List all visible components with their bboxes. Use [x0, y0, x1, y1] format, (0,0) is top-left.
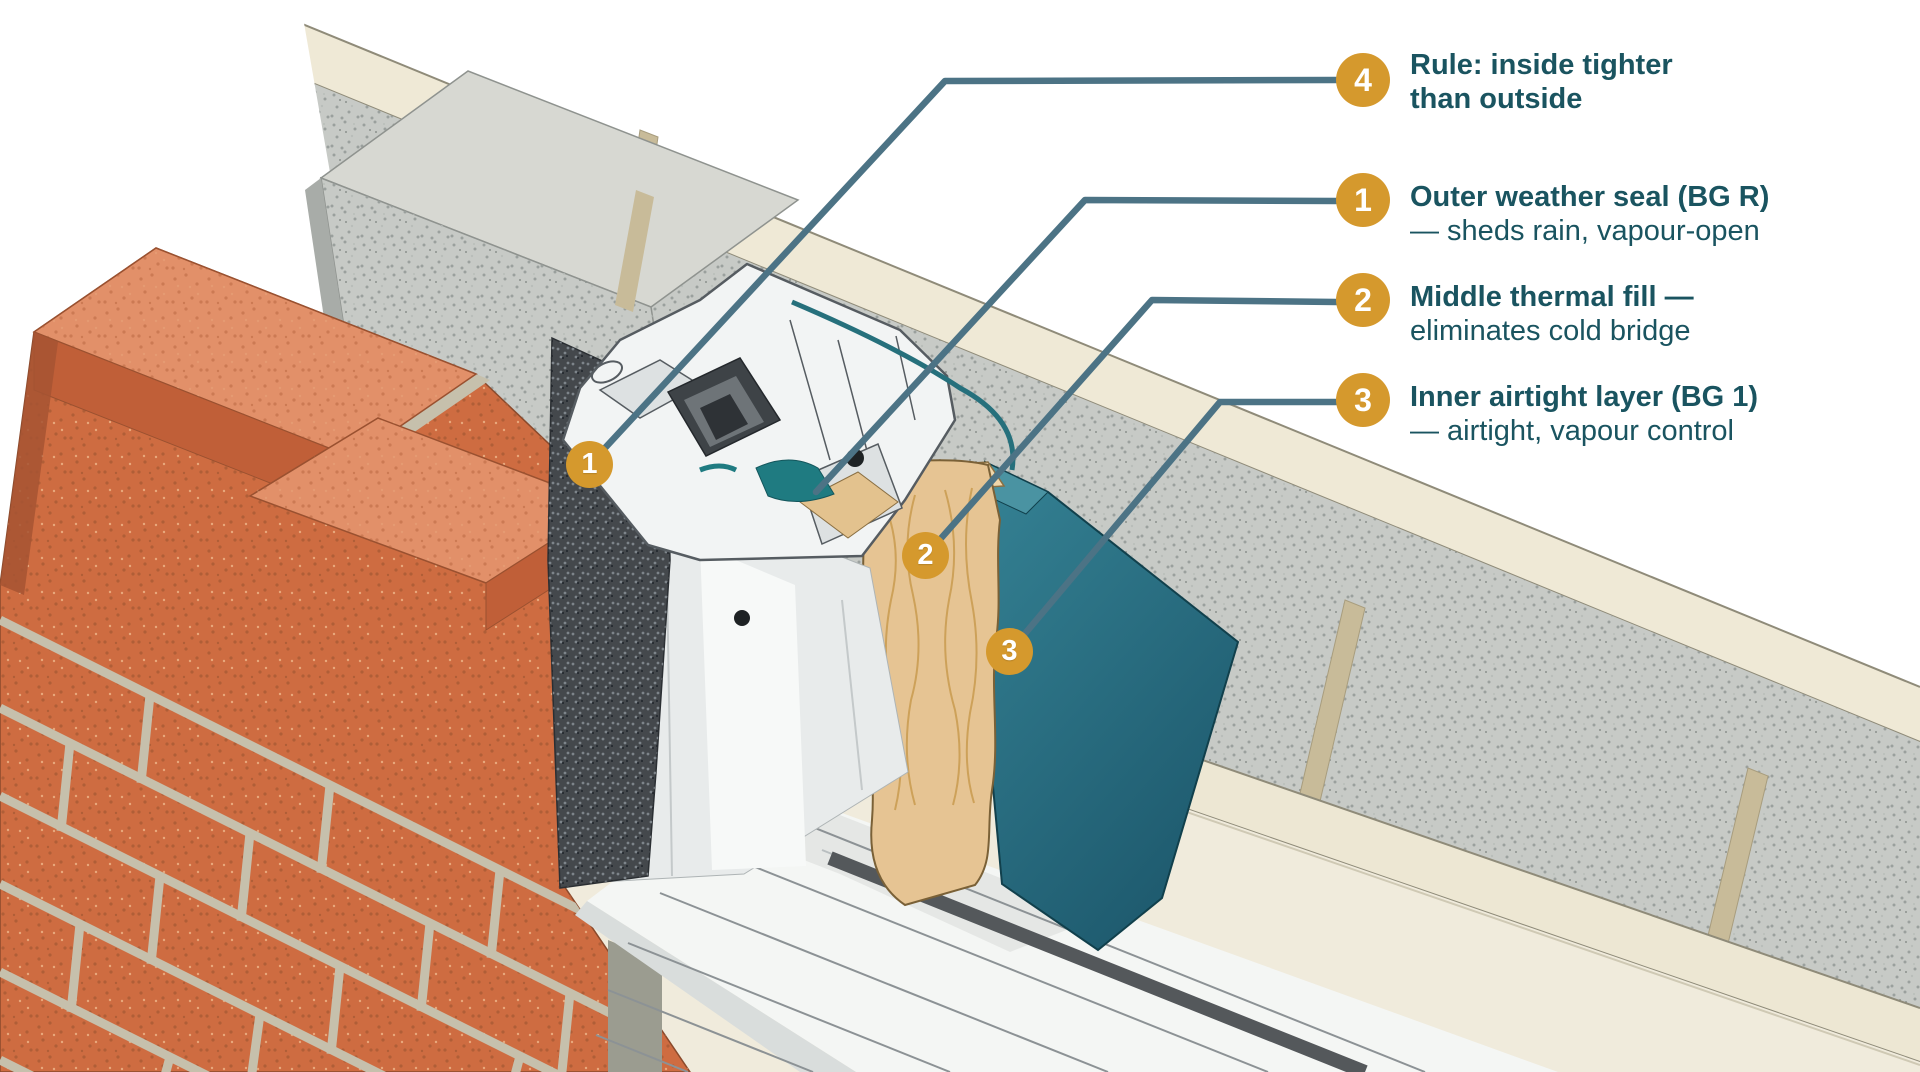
- legend-badge-3: 3: [1336, 373, 1390, 427]
- marker-badge-3: 3: [986, 628, 1033, 675]
- brick-wall: [0, 247, 691, 1072]
- legend-row-2: Middle thermal fill — eliminates cold br…: [1410, 280, 1880, 348]
- legend-row-1: Outer weather seal (BG R) — sheds rain, …: [1410, 180, 1880, 248]
- legend-title-4: Rule: inside tighter: [1410, 49, 1673, 81]
- legend-desc-3: — airtight, vapour control: [1410, 415, 1734, 447]
- legend-title-1: Outer weather seal (BG R): [1410, 181, 1770, 213]
- legend-row-4: Rule: inside tighter than outside: [1410, 48, 1880, 116]
- marker-badge-1: 1: [566, 441, 613, 488]
- leader-line-2: [924, 296, 1340, 557]
- legend-desc-1: — sheds rain, vapour-open: [1410, 215, 1760, 247]
- legend-badge-4: 4: [1336, 53, 1390, 107]
- legend-badge-2: 2: [1336, 273, 1390, 327]
- legend-title-2: Middle thermal fill —: [1410, 281, 1694, 313]
- legend-badge-1: 1: [1336, 173, 1390, 227]
- membrane-back-edge: [791, 299, 1016, 471]
- joint-foam-fill: [799, 471, 899, 539]
- legend-row-3: Inner airtight layer (BG 1) — airtight, …: [1410, 380, 1880, 448]
- leader-line-4: [588, 76, 1340, 466]
- airtight-membrane: [965, 460, 1240, 952]
- legend-title-3: Inner airtight layer (BG 1): [1410, 381, 1759, 413]
- mortar-column: [608, 940, 662, 1072]
- leader-line-1: [812, 196, 1340, 496]
- leader-line-3: [1008, 398, 1340, 653]
- marker-badge-2: 2: [902, 532, 949, 579]
- legend-desc-2: eliminates cold bridge: [1410, 315, 1691, 347]
- frame-jamb-face: [599, 469, 909, 883]
- window-frame-section: [561, 262, 957, 562]
- legend-desc-4: than outside: [1410, 83, 1583, 115]
